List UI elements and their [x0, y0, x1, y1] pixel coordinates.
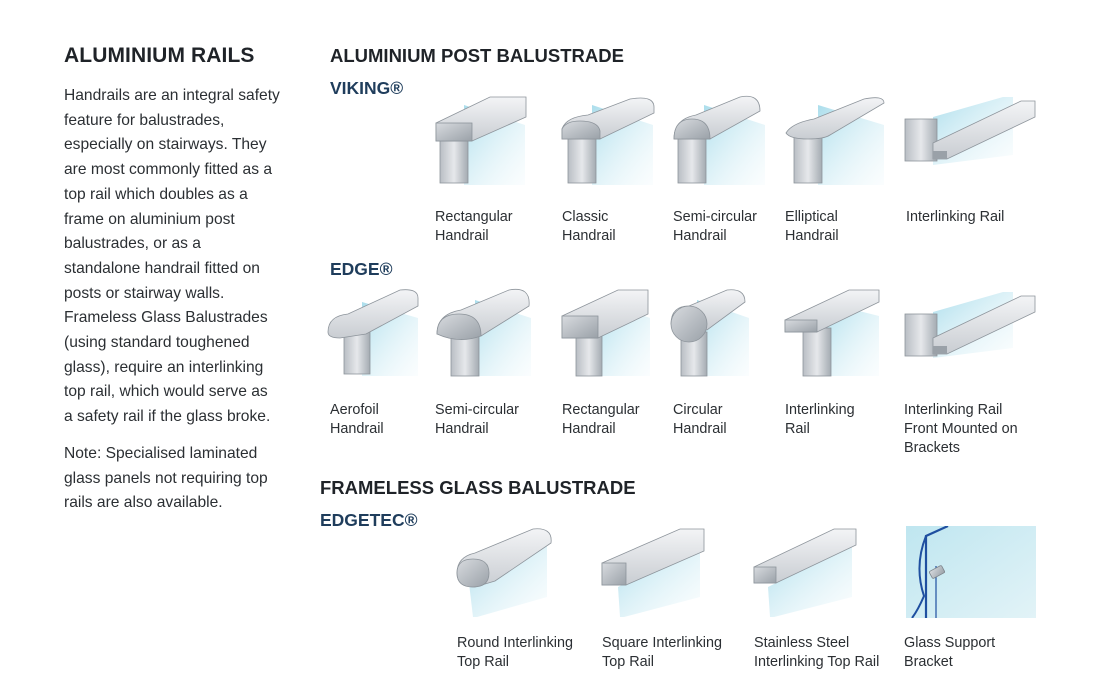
- section-title-post: ALUMINIUM POST BALUSTRADE: [330, 45, 624, 66]
- semi-circular-handrail-icon: [670, 95, 770, 187]
- intro-column: ALUMINIUM RAILS Handrails are an integra…: [64, 44, 280, 528]
- classic-handrail-icon: [558, 95, 658, 187]
- rectangular-handrail-icon: [560, 288, 655, 378]
- page-title: ALUMINIUM RAILS: [64, 44, 255, 67]
- interlinking-rail-icon: [903, 95, 1038, 175]
- caption-interlinking-rail: Interlinking Rail: [906, 209, 1005, 225]
- aerofoil-handrail-icon: [326, 288, 421, 378]
- brand-edge: EDGE®: [330, 259, 393, 279]
- glass-bracket-icon: [906, 526, 1036, 618]
- circular-handrail-icon: [667, 288, 752, 378]
- section-title-frameless: FRAMELESS GLASS BALUSTRADE: [320, 477, 636, 498]
- brand-edgetec: EDGETEC®: [320, 510, 418, 530]
- stainless-top-rail-icon: [752, 527, 860, 619]
- semi-circular-handrail-icon: [435, 288, 535, 378]
- brand-viking: VIKING®: [330, 78, 404, 98]
- rectangular-handrail-icon: [430, 95, 530, 187]
- round-top-rail-icon: [455, 527, 555, 619]
- interlinking-rail-icon: [783, 288, 883, 378]
- square-top-rail-icon: [600, 527, 708, 619]
- intro-paragraph: Handrails are an integral safety feature…: [64, 87, 280, 426]
- elliptical-handrail-icon: [784, 95, 889, 187]
- note-paragraph: Note: Specialised laminated glass panels…: [64, 444, 268, 512]
- front-mounted-rail-icon: [903, 288, 1038, 368]
